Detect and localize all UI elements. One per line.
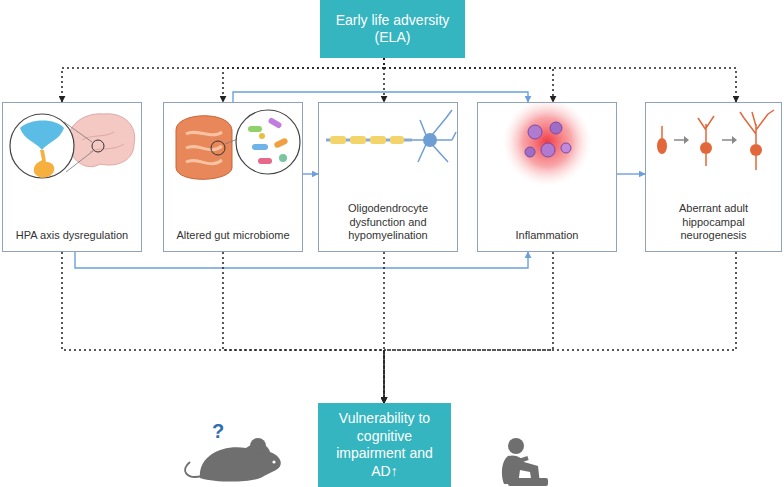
dotted-connector	[62, 58, 384, 102]
mouse-icon	[185, 438, 281, 482]
dotted-connector	[223, 58, 384, 102]
inflammation-illustration-part	[561, 143, 571, 153]
brain-illustration-part	[82, 132, 124, 152]
gut-illustration-part	[176, 116, 232, 180]
dotted-connector	[384, 58, 736, 102]
sad-person-icon-part	[508, 438, 524, 454]
mechanism-panel: Inflammation	[477, 102, 617, 252]
gut-illustration-part	[273, 137, 288, 148]
neurogenesis-illustration-part	[657, 138, 667, 154]
influence-arrow	[75, 252, 528, 268]
gut-illustration-part	[186, 132, 222, 164]
gut-illustration-part	[248, 126, 262, 132]
brain-illustration	[10, 114, 135, 178]
outcome-box: Vulnerability to cognitive impairment an…	[318, 403, 451, 487]
gut-illustration-part	[211, 141, 225, 155]
mouse-icon-part	[250, 438, 266, 454]
gut-illustration-part	[279, 154, 287, 162]
gut-illustration	[176, 110, 300, 179]
neurogenesis-illustration-part	[750, 144, 762, 156]
gut-illustration-part	[259, 133, 265, 139]
brain-illustration-part	[68, 114, 134, 167]
brain-illustration-part	[10, 114, 74, 178]
oligodendrocyte-illustration-part	[370, 136, 386, 144]
neurogenesis-illustration-part	[684, 136, 689, 144]
mouse-icon-part	[185, 462, 202, 477]
dotted-connector	[384, 252, 736, 403]
neurogenesis-illustration-part	[740, 110, 774, 170]
neurogenesis-illustration-part	[732, 136, 737, 144]
dotted-connector	[384, 252, 553, 403]
inflammation-illustration	[503, 98, 591, 186]
oligodendrocyte-illustration-part	[350, 136, 366, 144]
oligodendrocyte-illustration-part	[412, 110, 456, 162]
node-label: Oligodendrocyte dysfunction and hypomyel…	[327, 202, 449, 243]
oligodendrocyte-illustration-part	[390, 136, 404, 144]
inflammation-illustration-part	[503, 98, 591, 186]
inflammation-illustration-part	[525, 147, 535, 157]
inflammation-illustration-part	[541, 143, 555, 157]
sad-person-icon-part	[508, 478, 548, 486]
node-label: Early life adversity (ELA)	[330, 12, 455, 47]
brain-illustration-part	[20, 121, 64, 151]
node-label: Aberrant adult hippocampal neurogenesis	[654, 202, 773, 243]
neurogenesis-illustration-part	[700, 142, 712, 154]
mouse-icon-part	[272, 460, 275, 463]
brain-illustration-part	[34, 150, 55, 178]
mechanism-panel: Aberrant adult hippocampal neurogenesis	[645, 102, 782, 252]
neurogenesis-illustration-part	[674, 139, 684, 141]
oligodendrocyte-illustration	[326, 110, 456, 162]
mechanism-panel: HPA axis dysregulation	[2, 102, 142, 252]
node-label: Vulnerability to cognitive impairment an…	[328, 410, 441, 480]
question-mark: ?	[212, 420, 224, 443]
sad-person-icon	[502, 438, 548, 486]
dotted-connector	[223, 252, 384, 403]
mouse-icon-part	[200, 444, 281, 482]
node-label: Inflammation	[516, 229, 579, 243]
brain-illustration-part	[92, 140, 104, 152]
node-label: HPA axis dysregulation	[16, 229, 128, 243]
start-box: Early life adversity (ELA)	[320, 0, 465, 58]
inflammation-illustration-part	[550, 122, 562, 134]
influence-arrow	[233, 92, 528, 102]
gut-illustration-part	[252, 144, 268, 150]
neurogenesis-illustration-part	[661, 126, 663, 138]
node-label: Altered gut microbiome	[176, 229, 289, 243]
mechanism-panel: Altered gut microbiome	[163, 102, 303, 252]
influence-arrow	[303, 173, 318, 174]
oligodendrocyte-illustration-part	[330, 136, 346, 144]
sad-person-icon-part	[516, 458, 528, 462]
neurogenesis-illustration	[657, 110, 774, 170]
gut-illustration-part	[258, 158, 272, 164]
neurogenesis-illustration-part	[698, 116, 714, 166]
mechanism-panel: Oligodendrocyte dysfunction and hypomyel…	[318, 102, 458, 252]
oligodendrocyte-illustration-part	[423, 133, 437, 147]
gut-illustration-part	[236, 110, 300, 174]
neurogenesis-illustration-part	[722, 139, 732, 141]
influence-arrow	[617, 173, 645, 174]
gut-illustration-part	[267, 117, 282, 129]
inflammation-illustration-part	[528, 125, 542, 139]
dotted-connector	[62, 252, 384, 403]
